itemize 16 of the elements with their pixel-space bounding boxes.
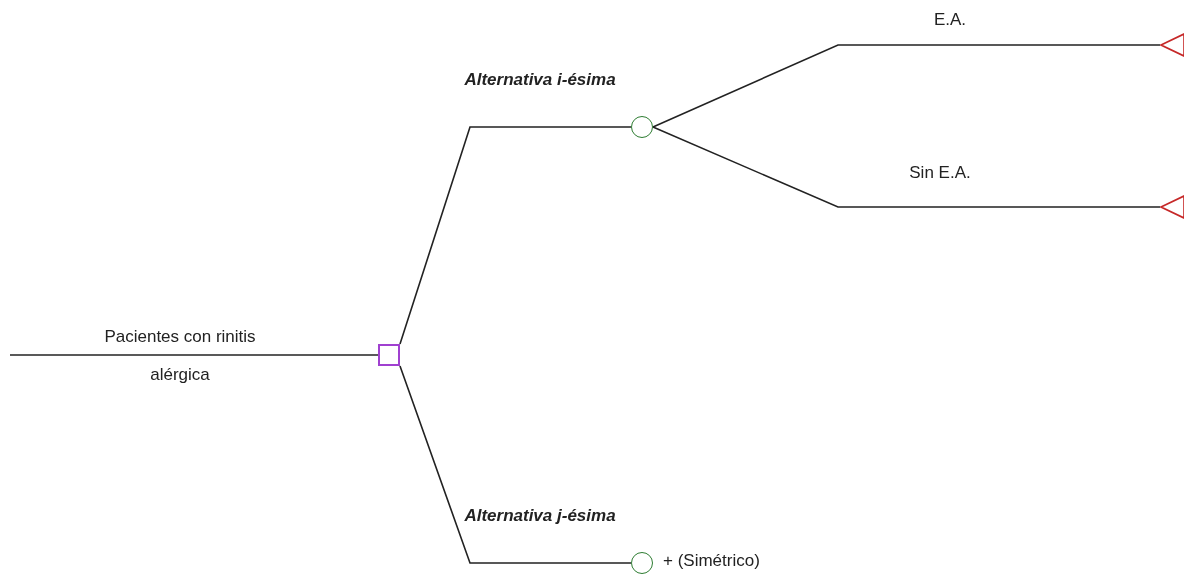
edge-label: Sin E.A.: [908, 163, 972, 183]
terminal-node: [1160, 33, 1184, 57]
branch-line: [652, 44, 1161, 128]
edge-label: Alternativa j-ésima: [463, 505, 617, 527]
edge-label: Alternativa i-ésima: [463, 69, 617, 91]
branch-line: [9, 354, 379, 356]
branch-line: [652, 126, 1161, 208]
terminal-node: [1160, 195, 1184, 219]
decision-node: [378, 344, 400, 366]
chance-node: [631, 552, 653, 574]
edge-label: Pacientes con rinitis alérgica: [103, 326, 257, 386]
edge-label: E.A.: [932, 10, 968, 30]
branch-line: [399, 126, 632, 345]
branch-line: [399, 365, 632, 564]
chance-node: [631, 116, 653, 138]
node-note: + (Simétrico): [663, 551, 760, 571]
